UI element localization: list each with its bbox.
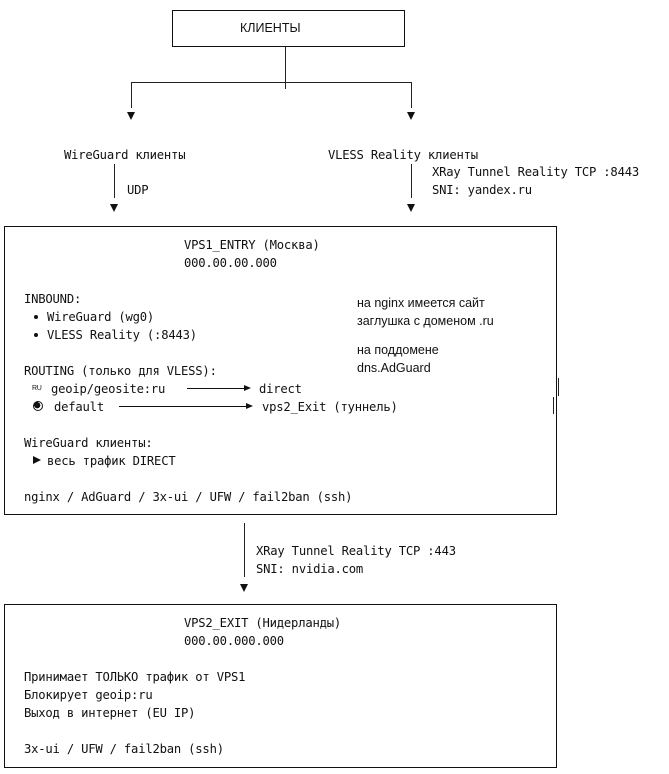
inbound-item: VLESS Reality (:8443) bbox=[47, 328, 197, 342]
nginx-note-line: на nginx имеется сайт bbox=[357, 296, 485, 310]
adguard-note-line: на поддомене bbox=[357, 343, 439, 357]
vps2-line: Выход в интернет (EU IP) bbox=[24, 706, 196, 720]
connector-split bbox=[131, 82, 412, 83]
ru-flag-icon: RU bbox=[32, 385, 42, 392]
vps2-ip: 000.00.000.000 bbox=[184, 634, 284, 648]
vps1-entry-box bbox=[4, 226, 557, 515]
vps1-ip: 000.00.00.000 bbox=[184, 256, 277, 270]
wg-heading: WireGuard клиенты: bbox=[24, 436, 153, 450]
connector-vless bbox=[411, 164, 412, 198]
inbound-heading: INBOUND: bbox=[24, 292, 82, 306]
tunnel-sni-label: SNI: nvidia.com bbox=[256, 562, 364, 576]
bullet-icon bbox=[34, 333, 38, 337]
vps2-line: Блокирует geoip:ru bbox=[24, 688, 153, 702]
vps1-title: VPS1_ENTRY (Москва) bbox=[184, 238, 320, 252]
wireguard-clients-label: WireGuard клиенты bbox=[64, 148, 186, 162]
clients-box bbox=[172, 10, 405, 47]
clients-title: КЛИЕНТЫ bbox=[240, 21, 301, 35]
route-arrow-line bbox=[187, 388, 244, 389]
globe-icon bbox=[33, 401, 43, 411]
vps1-services: nginx / AdGuard / 3x-ui / UFW / fail2ban… bbox=[24, 490, 353, 504]
vps2-title: VPS2_EXIT (Нидерланды) bbox=[184, 616, 342, 630]
connector-tunnel bbox=[244, 523, 245, 577]
vps1-border-notch bbox=[558, 378, 559, 396]
route-target: vps2_Exit (туннель) bbox=[262, 400, 398, 414]
arrow-down-icon bbox=[110, 204, 118, 212]
vps2-exit-box bbox=[4, 604, 557, 768]
pointer-right-icon bbox=[33, 456, 41, 464]
arrow-right-icon bbox=[246, 403, 253, 409]
bullet-icon bbox=[34, 315, 38, 319]
routing-heading: ROUTING (только для VLESS): bbox=[24, 364, 217, 378]
arrow-right-icon bbox=[244, 385, 251, 391]
wg-item: весь трафик DIRECT bbox=[47, 454, 176, 468]
vless-clients-label: VLESS Reality клиенты bbox=[328, 148, 478, 162]
nginx-note-line: заглушка с доменом .ru bbox=[357, 314, 494, 328]
vps2-line: Принимает ТОЛЬКО трафик от VPS1 bbox=[24, 670, 246, 684]
udp-label: UDP bbox=[127, 183, 149, 197]
tunnel-transport-label: XRay Tunnel Reality TCP :443 bbox=[256, 544, 456, 558]
connector-left-down bbox=[131, 82, 132, 108]
inbound-item: WireGuard (wg0) bbox=[47, 310, 155, 324]
adguard-note-line: dns.AdGuard bbox=[357, 361, 431, 375]
vps2-services: 3x-ui / UFW / fail2ban (ssh) bbox=[24, 742, 224, 756]
arrow-down-icon bbox=[407, 204, 415, 212]
connector-wg bbox=[114, 164, 115, 198]
vps1-border-notch bbox=[553, 397, 554, 414]
route-arrow-line bbox=[119, 406, 246, 407]
connector-clients-down bbox=[285, 47, 286, 89]
route-target: direct bbox=[259, 382, 302, 396]
arrow-down-icon bbox=[127, 112, 135, 120]
route-source: geoip/geosite:ru bbox=[51, 382, 166, 396]
vless-transport-label: XRay Tunnel Reality TCP :8443 bbox=[432, 165, 639, 179]
vless-sni-label: SNI: yandex.ru bbox=[432, 183, 532, 197]
route-source: default bbox=[54, 400, 104, 414]
arrow-down-icon bbox=[240, 584, 248, 592]
arrow-down-icon bbox=[407, 112, 415, 120]
connector-right-down bbox=[411, 82, 412, 108]
